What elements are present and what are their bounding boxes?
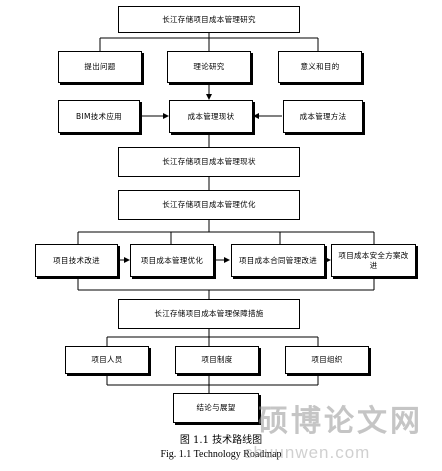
bim-label: BIM技术应用 (76, 111, 122, 121)
cost-optimize-box: 项目成本管理优化 (130, 244, 214, 277)
theory-label: 理论研究 (193, 62, 225, 72)
research-title-box: 长江存储项目成本管理研究 (118, 6, 300, 33)
problem-label: 提出问题 (84, 62, 116, 72)
status-title-label: 长江存储项目成本管理现状 (162, 157, 256, 167)
personnel-label: 项目人员 (91, 355, 123, 365)
safety-label: 项目成本安全方案改进 (338, 251, 409, 270)
organization-box: 项目组织 (285, 346, 369, 374)
contract-box: 项目成本合同管理改进 (231, 244, 325, 277)
research-title-label: 长江存储项目成本管理研究 (162, 14, 256, 24)
personnel-box: 项目人员 (65, 346, 149, 374)
tech-improve-box: 项目技术改进 (35, 244, 118, 277)
watermark-text: 硕博论文网 (258, 404, 423, 439)
status-quo-label: 成本管理现状 (187, 111, 235, 121)
method-label: 成本管理方法 (299, 111, 347, 121)
status-quo-box: 成本管理现状 (169, 100, 253, 133)
system-box: 项目制度 (175, 346, 259, 374)
conclusion-label: 结论与展望 (196, 403, 236, 413)
optimize-title-box: 长江存储项目成本管理优化 (118, 190, 300, 220)
optimize-title-label: 长江存储项目成本管理优化 (162, 200, 256, 210)
method-box: 成本管理方法 (283, 100, 363, 133)
guarantee-title-box: 长江存储项目成本管理保障措施 (118, 299, 300, 329)
significance-label: 意义和目的 (300, 62, 340, 72)
contract-label: 项目成本合同管理改进 (239, 255, 317, 265)
organization-label: 项目组织 (311, 355, 343, 365)
figure-caption-en: Fig. 1.1 Technology Roadmap (160, 449, 282, 460)
watermark-url: shuunwen.com (244, 443, 371, 462)
tech-improve-label: 项目技术改进 (53, 255, 100, 265)
significance-box: 意义和目的 (278, 51, 362, 83)
bim-box: BIM技术应用 (58, 100, 140, 133)
safety-box: 项目成本安全方案改进 (331, 244, 416, 277)
problem-box: 提出问题 (58, 51, 142, 83)
figure-caption-cn: 图 1.1 技术路线图 (179, 435, 263, 446)
conclusion-box: 结论与展望 (173, 393, 259, 423)
guarantee-title-label: 长江存储项目成本管理保障措施 (154, 309, 264, 319)
system-label: 项目制度 (201, 355, 233, 365)
theory-box: 理论研究 (167, 51, 251, 83)
cost-optimize-label: 项目成本管理优化 (140, 255, 204, 265)
status-title-box: 长江存储项目成本管理现状 (118, 147, 300, 177)
